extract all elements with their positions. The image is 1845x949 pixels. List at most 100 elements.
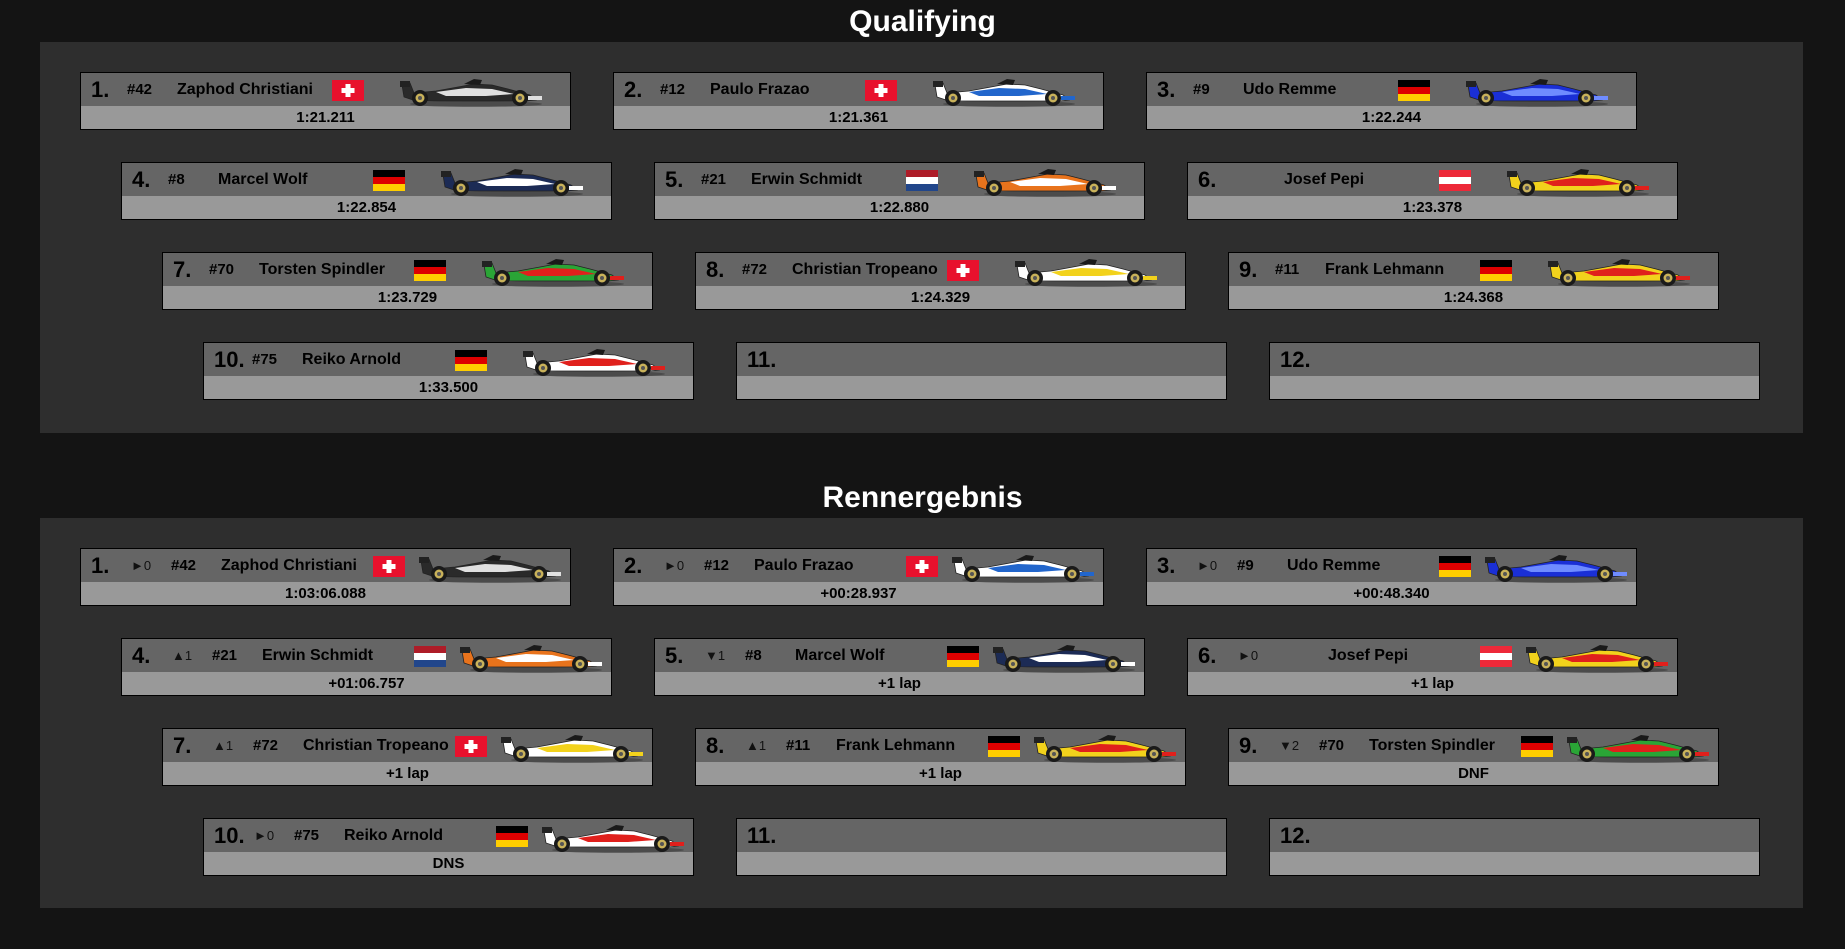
position-number: 1. bbox=[91, 77, 110, 102]
position-number: 3. bbox=[1157, 553, 1176, 578]
switzerland-flag bbox=[373, 556, 405, 577]
result-card[interactable]: 12. bbox=[1269, 818, 1760, 876]
switzerland-flag bbox=[332, 80, 364, 101]
lap-time: 1:21.211 bbox=[296, 109, 355, 126]
result-card[interactable]: 3. #9 Udo Remme 1:22.244 bbox=[1146, 72, 1637, 130]
card-header: 11. bbox=[737, 343, 1226, 376]
driver-name: Torsten Spindler bbox=[259, 261, 385, 278]
switzerland-flag bbox=[947, 260, 979, 281]
driver-name: Erwin Schmidt bbox=[262, 647, 374, 664]
card-header: 12. bbox=[1270, 343, 1759, 376]
position-number: 3. bbox=[1157, 77, 1176, 102]
position-change: ►0 bbox=[131, 558, 152, 573]
car-number: #9 bbox=[1193, 81, 1210, 98]
car-number: #42 bbox=[171, 557, 197, 574]
car-number: #70 bbox=[1319, 737, 1345, 754]
lap-time: 1:21.361 bbox=[828, 109, 889, 126]
switzerland-flag bbox=[455, 736, 487, 757]
car-image bbox=[1503, 165, 1651, 197]
position-number: 4. bbox=[132, 643, 151, 668]
germany-flag bbox=[988, 736, 1020, 757]
position-change: ▼1 bbox=[705, 648, 726, 663]
position-number: 5. bbox=[665, 643, 684, 668]
car-image bbox=[948, 551, 1096, 583]
driver-name: Udo Remme bbox=[1243, 81, 1337, 98]
lap-time: 1:22.854 bbox=[336, 199, 397, 216]
driver-name: Josef Pepi bbox=[1328, 647, 1409, 664]
position-number: 2. bbox=[624, 77, 643, 102]
position-number: 10. bbox=[214, 823, 245, 848]
car-image bbox=[519, 345, 667, 377]
lap-time: +1 lap bbox=[878, 675, 921, 692]
lap-time: 1:23.378 bbox=[1402, 199, 1463, 216]
car-image bbox=[415, 551, 563, 583]
driver-name: Frank Lehmann bbox=[1325, 261, 1445, 278]
car-image bbox=[478, 255, 626, 287]
car-image bbox=[1544, 255, 1692, 287]
result-card[interactable]: 11. bbox=[736, 818, 1227, 876]
lap-time: +00:48.340 bbox=[1353, 585, 1430, 602]
card-header: 12. bbox=[1270, 819, 1759, 852]
position-number: 7. bbox=[173, 257, 192, 282]
position-change: ▲1 bbox=[213, 738, 234, 753]
switzerland-flag bbox=[906, 556, 938, 577]
car-image bbox=[456, 641, 604, 673]
result-card[interactable]: 12. bbox=[1269, 342, 1760, 400]
position-change: ►0 bbox=[1238, 648, 1259, 663]
germany-flag bbox=[1439, 556, 1471, 577]
driver-name: Christian Tropeano bbox=[303, 737, 449, 754]
position-number: 12. bbox=[1280, 823, 1311, 848]
lap-time: 1:33.500 bbox=[418, 379, 479, 396]
car-image bbox=[1462, 75, 1610, 107]
car-image bbox=[970, 165, 1118, 197]
car-number: #9 bbox=[1237, 557, 1254, 574]
position-number: 2. bbox=[624, 553, 643, 578]
germany-flag bbox=[373, 170, 405, 191]
position-number: 5. bbox=[665, 167, 684, 192]
car-image bbox=[497, 731, 645, 763]
driver-name: Paulo Frazao bbox=[754, 557, 854, 574]
position-change: ►0 bbox=[664, 558, 685, 573]
position-number: 11. bbox=[747, 823, 777, 848]
position-number: 6. bbox=[1198, 167, 1217, 192]
position-number: 8. bbox=[706, 733, 725, 758]
switzerland-flag bbox=[865, 80, 897, 101]
driver-name: Zaphod Christiani bbox=[177, 81, 313, 98]
car-image bbox=[989, 641, 1137, 673]
driver-name: Frank Lehmann bbox=[836, 737, 956, 754]
lap-time: 1:22.244 bbox=[1361, 109, 1422, 126]
car-image bbox=[437, 165, 585, 197]
lap-time: 1:24.329 bbox=[910, 289, 971, 306]
result-card[interactable]: 11. bbox=[736, 342, 1227, 400]
germany-flag bbox=[455, 350, 487, 371]
